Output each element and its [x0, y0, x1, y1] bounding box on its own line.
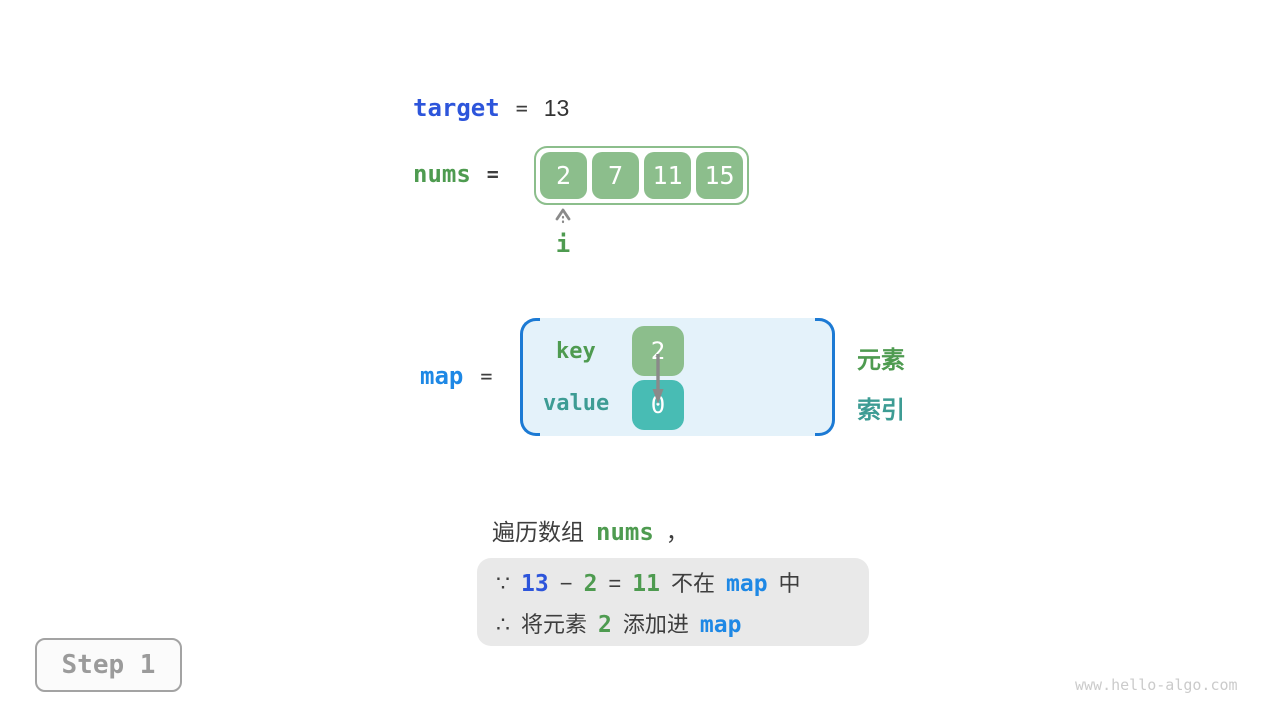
cell-value: 11: [652, 161, 683, 190]
equals-sign: =: [515, 96, 528, 120]
caption-line: 遍历数组 nums ，: [492, 513, 689, 547]
note-text: 将元素: [521, 611, 588, 637]
cell-value: 15: [704, 161, 735, 190]
equals-sign: =: [480, 364, 493, 388]
note-token-map: map: [699, 611, 742, 638]
note-line-1: ∵ 13 − 2 = 11 不在 map 中: [496, 566, 869, 598]
map-label-row: map =: [420, 362, 492, 390]
note-token-2: 2: [598, 611, 612, 638]
cell-value: 2: [555, 161, 572, 190]
array-cell: 2: [540, 152, 587, 199]
note-text: 添加进: [622, 611, 689, 637]
value-cell-value: 0: [650, 391, 666, 419]
target-value: 13: [543, 94, 570, 121]
step-label: Step 1: [61, 650, 156, 680]
note-token-13: 13: [521, 570, 549, 597]
watermark: www.hello-algo.com: [1075, 676, 1238, 694]
equals-sign: =: [486, 162, 499, 186]
caption-text: 遍历数组: [492, 519, 584, 545]
therefore-symbol: ∴: [496, 611, 510, 637]
caption-comma: ，: [665, 519, 689, 545]
nums-array: 2 7 11 15: [534, 146, 749, 205]
target-var-label: target: [413, 94, 500, 122]
note-token-11: 11: [632, 570, 660, 597]
key-label: key: [556, 339, 596, 364]
arrow-down-icon: [650, 352, 666, 411]
map-bracket-right: [815, 318, 835, 436]
array-cell: 15: [696, 152, 743, 199]
index-annotation: 索引: [857, 397, 905, 424]
array-cell: 7: [592, 152, 639, 199]
nums-label-row: nums =: [413, 160, 499, 188]
note-token-2: 2: [583, 570, 598, 597]
note-text: 中: [778, 570, 801, 596]
equals-sign: =: [608, 570, 622, 596]
pointer-label-i: i: [555, 230, 571, 258]
note-text: 不在: [670, 570, 715, 596]
pointer-up-icon: [554, 207, 572, 229]
because-symbol: ∵: [496, 570, 510, 596]
key-cell-value: 2: [650, 337, 666, 365]
step-badge: Step 1: [35, 638, 182, 692]
target-row: target = 13: [413, 94, 569, 122]
cell-value: 7: [607, 161, 624, 190]
value-label: value: [543, 391, 610, 416]
element-annotation: 元素: [857, 347, 905, 374]
map-bracket-left: [520, 318, 540, 436]
array-cell: 11: [644, 152, 691, 199]
note-line-2: ∴ 将元素 2 添加进 map: [496, 607, 869, 639]
map-var-label: map: [420, 362, 464, 390]
minus-sign: −: [559, 570, 573, 596]
note-token-map: map: [726, 570, 768, 597]
caption-code-nums: nums: [596, 518, 654, 546]
note-box: ∵ 13 − 2 = 11 不在 map 中 ∴ 将元素 2 添加进 map: [477, 558, 869, 646]
key-cell: 2: [632, 326, 684, 376]
nums-var-label: nums: [413, 160, 471, 188]
